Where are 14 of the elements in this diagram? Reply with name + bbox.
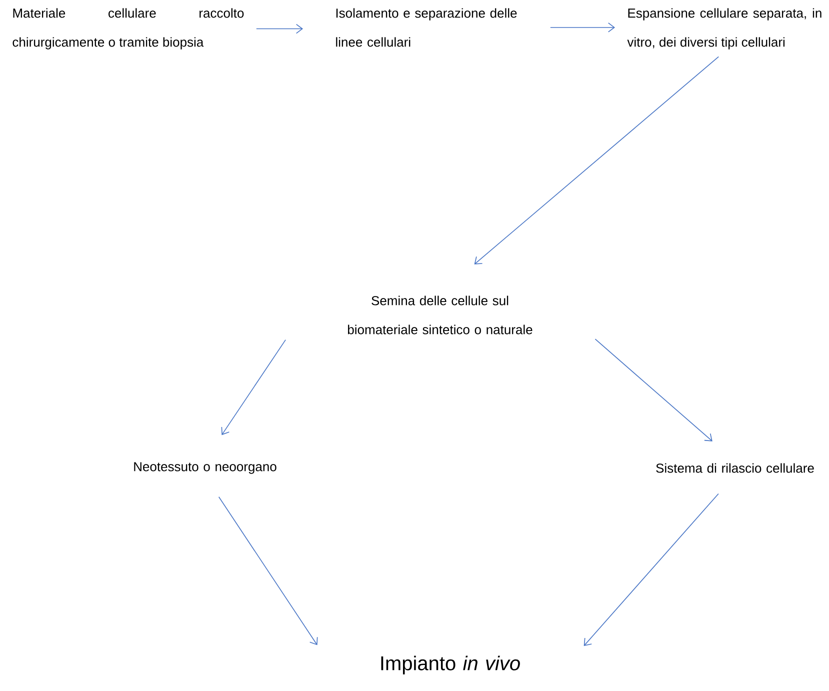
arrow bbox=[256, 24, 303, 34]
flow-text: Materiale cellulare raccolto chirurgicamente o tramite biopsia bbox=[12, 8, 244, 50]
arrow bbox=[474, 56, 720, 264]
flow-text: Impianto in vivo bbox=[381, 656, 520, 674]
arrow bbox=[218, 496, 318, 646]
flow-text: Isolamento e separazione delle linee cellulari bbox=[336, 8, 517, 47]
flow-text: Sistema di rilascio cellulare bbox=[656, 463, 814, 473]
arrow bbox=[550, 22, 616, 32]
arrow bbox=[221, 339, 286, 436]
flow-text: Espansione cellulare separata, in vitro, dei diversi tipi cellulari bbox=[627, 8, 822, 50]
arrow bbox=[584, 493, 719, 646]
flow-text: Semina delle cellule sul biomateriale sintetico o naturale bbox=[348, 296, 532, 334]
arrow bbox=[594, 338, 712, 442]
flow-text: Neotessuto o neoorgano bbox=[134, 462, 276, 474]
